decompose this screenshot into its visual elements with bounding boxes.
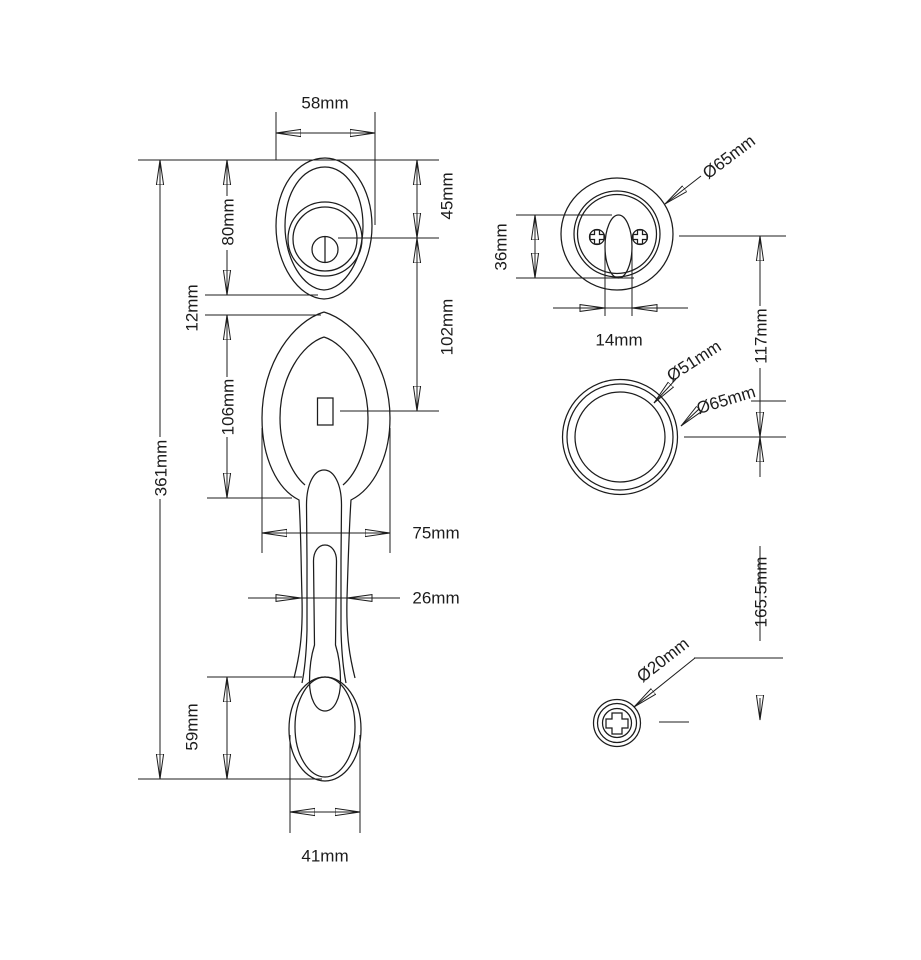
dim-label-165-5mm: 165.5mm (752, 557, 771, 628)
dim-label-26mm: 26mm (412, 589, 459, 608)
handleset-view: 58mm 361mm 80mm 12mm 106mm 45mm (138, 94, 460, 866)
bottom-cap-outline (288, 676, 362, 782)
top-escutcheon-outline (275, 157, 373, 300)
dim-117mm: 117mm (679, 235, 786, 438)
dim-label-59mm: 59mm (183, 703, 202, 750)
dim-106mm: 106mm (219, 315, 238, 498)
dim-59mm: 59mm (183, 677, 228, 779)
dim-26mm: 26mm (248, 589, 460, 608)
dim-41mm: 41mm (289, 735, 361, 866)
dim-label-58mm: 58mm (301, 94, 348, 113)
dim-label-361mm: 361mm (152, 440, 171, 497)
dim-label-106mm: 106mm (219, 379, 238, 436)
dim-58mm: 58mm (275, 94, 376, 225)
exterior-ring (561, 378, 679, 496)
dim-label-45mm: 45mm (438, 172, 457, 219)
dim-label-75mm: 75mm (412, 524, 459, 543)
dim-label-80mm: 80mm (219, 198, 238, 245)
dim-45mm: 45mm (417, 160, 457, 238)
dim-label-14mm: 14mm (595, 331, 642, 350)
mounting-screw (592, 698, 689, 748)
dim-label-dia65-mid: Ø65mm (694, 382, 757, 418)
dim-label-102mm: 102mm (438, 299, 457, 356)
dim-label-117mm: 117mm (752, 308, 771, 363)
rosette-screw-right (631, 228, 649, 246)
dim-102mm: 102mm (417, 238, 457, 411)
dim-361mm: 361mm (152, 160, 171, 779)
label-dia65-mid: Ø65mm (681, 382, 786, 426)
label-dia20: Ø20mm (633, 634, 783, 707)
dim-label-41mm: 41mm (301, 847, 348, 866)
main-escutcheon-outline (261, 311, 391, 684)
label-dia65-top: Ø65mm (665, 131, 759, 204)
deadbolt-view: Ø65mm 36mm 14mm 117mm (492, 131, 786, 748)
phillips-cross (605, 712, 629, 735)
dim-label-36mm: 36mm (492, 223, 511, 270)
dim-label-12mm: 12mm (183, 284, 202, 331)
rosette-screw-left (588, 228, 606, 246)
dim-14mm: 14mm (553, 248, 688, 350)
dim-36mm: 36mm (492, 214, 634, 279)
dim-12mm: 12mm (183, 284, 202, 331)
thumbturn (604, 214, 633, 279)
dim-label-dia20: Ø20mm (633, 634, 692, 686)
thumbturn-rosette (560, 177, 674, 291)
key-cylinder (287, 201, 363, 277)
dim-80mm: 80mm (219, 160, 238, 295)
dim-label-dia51: Ø51mm (663, 337, 724, 386)
dim-75mm: 75mm (261, 428, 460, 553)
dim-label-dia65-top: Ø65mm (699, 131, 759, 183)
spindle-hole (316, 397, 334, 426)
grip-thumb-groove (308, 544, 342, 712)
dim-165-5mm: 165.5mm (752, 437, 771, 720)
